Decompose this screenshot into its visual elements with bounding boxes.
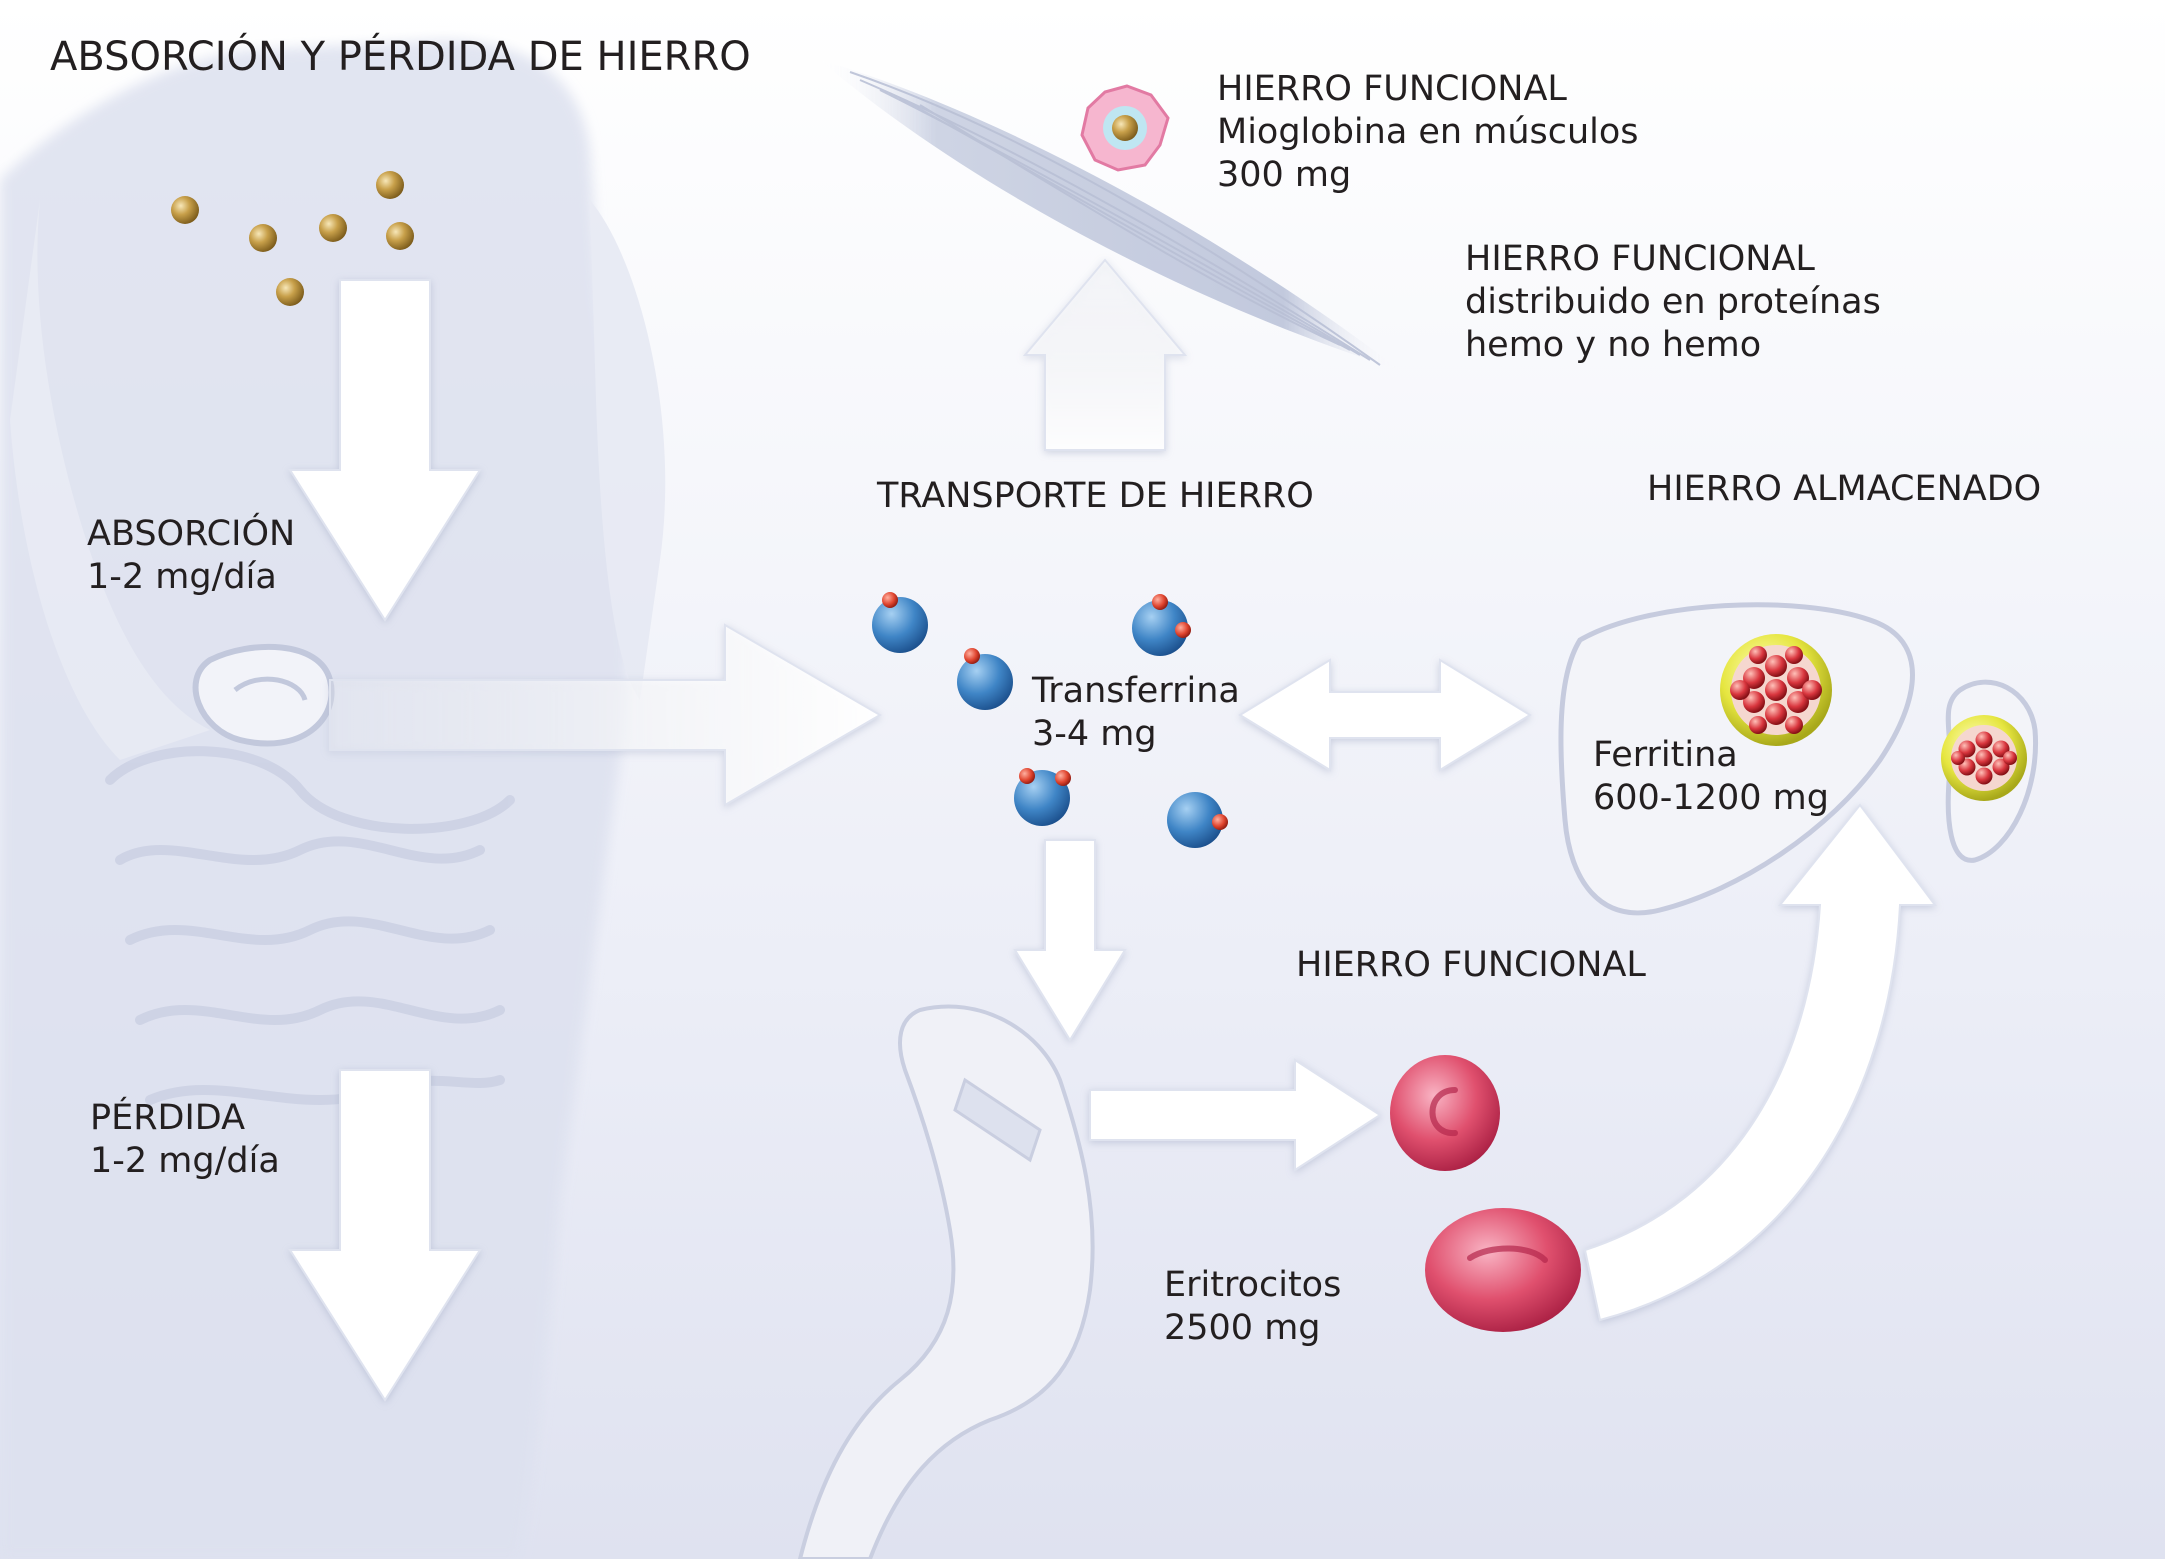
eritrocitos-label: Eritrocitos 2500 mg: [1164, 1264, 1341, 1350]
transferrin-molecule: [872, 592, 928, 653]
mioglobina-label: HIERRO FUNCIONAL Mioglobina en músculos …: [1217, 68, 1639, 197]
transferrin-molecule: [957, 648, 1013, 710]
iron-particle: [171, 196, 199, 224]
iron-particle: [276, 278, 304, 306]
perdida-label: PÉRDIDA 1-2 mg/día: [90, 1097, 280, 1183]
arrow-recycle-curve: [1583, 803, 1937, 1322]
proteinas-label: HIERRO FUNCIONAL distribuido en proteína…: [1465, 238, 1881, 367]
iron-particle: [249, 224, 277, 252]
arrow-to-transport: [329, 623, 882, 807]
stomach: [192, 643, 335, 747]
arrow-up-to-muscle: [1022, 258, 1188, 451]
mioglobina-line2: 300 mg: [1217, 155, 1352, 195]
absorcion-heading: ABSORCIÓN: [87, 514, 296, 554]
arrow-perdida-down: [288, 1069, 482, 1402]
ferritina-value: 600-1200 mg: [1593, 778, 1829, 818]
erythrocyte: [1390, 1055, 1500, 1171]
arrow-absorcion-down: [288, 279, 482, 622]
arrow-down-to-marrow: [1013, 839, 1127, 1042]
transferrin-molecules: [872, 592, 1228, 848]
page-title: ABSORCIÓN Y PÉRDIDA DE HIERRO: [50, 34, 751, 80]
eritrocitos-heading: HIERRO FUNCIONAL: [1296, 945, 1646, 985]
iron-particles: [171, 171, 414, 306]
iron-particle: [319, 214, 347, 242]
transferrina-label: Transferrina 3-4 mg: [1032, 670, 1240, 756]
mioglobina-line1: Mioglobina en músculos: [1217, 112, 1639, 152]
mioglobina-heading: HIERRO FUNCIONAL: [1217, 69, 1567, 109]
ferritina-label: Ferritina 600-1200 mg: [1593, 734, 1829, 820]
iron-particle: [376, 171, 404, 199]
ferritina-name: Ferritina: [1593, 735, 1738, 775]
transferrina-value: 3-4 mg: [1032, 714, 1157, 754]
proteinas-line2: hemo y no hemo: [1465, 325, 1762, 365]
myoglobin-molecule: [1080, 84, 1170, 172]
proteinas-line1: distribuido en proteínas: [1465, 282, 1881, 322]
transporte-heading: TRANSPORTE DE HIERRO: [877, 476, 1314, 516]
eritrocitos-value: 2500 mg: [1164, 1308, 1321, 1348]
perdida-value: 1-2 mg/día: [90, 1141, 280, 1181]
almacenado-heading: HIERRO ALMACENADO: [1647, 469, 2042, 509]
erythrocytes: [1390, 1055, 1581, 1332]
transferrina-name: Transferrina: [1032, 671, 1240, 711]
iron-particle: [386, 222, 414, 250]
transferrin-molecule: [1167, 792, 1228, 848]
arrow-to-erythrocytes: [1089, 1058, 1382, 1172]
absorcion-value: 1-2 mg/día: [87, 557, 277, 597]
body-silhouette: [0, 40, 666, 1559]
bone: [797, 1004, 1095, 1559]
proteinas-heading: HIERRO FUNCIONAL: [1465, 239, 1815, 279]
transferrin-molecule: [1014, 768, 1071, 826]
transferrin-molecule: [1132, 594, 1191, 656]
ferritin-liver: [1720, 634, 1832, 746]
ferritin-spleen: [1941, 715, 2027, 801]
perdida-heading: PÉRDIDA: [90, 1098, 246, 1138]
muscle-fibers: [820, 60, 1400, 370]
eritrocitos-name: Eritrocitos: [1164, 1265, 1342, 1305]
arrow-double-transport-storage: [1238, 658, 1532, 772]
absorcion-label: ABSORCIÓN 1-2 mg/día: [87, 513, 295, 599]
erythrocyte: [1425, 1208, 1581, 1332]
